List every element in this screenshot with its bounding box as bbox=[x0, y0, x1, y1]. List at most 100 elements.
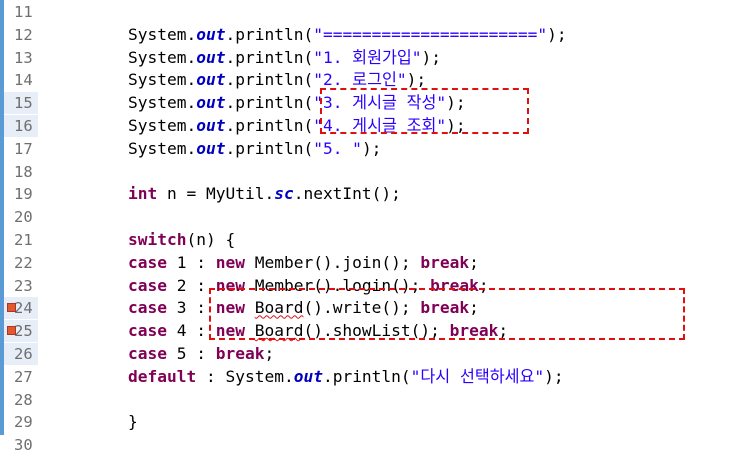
error-marker-icon[interactable] bbox=[7, 303, 16, 313]
code-token: ; bbox=[469, 298, 479, 318]
code-text: case 3 : new Board().write(); break; bbox=[128, 297, 479, 319]
code-token: 5 : bbox=[166, 344, 216, 363]
code-token: : System. bbox=[196, 366, 294, 386]
code-token: .println( bbox=[225, 93, 314, 113]
keyword-token: break bbox=[449, 321, 499, 341]
code-token: ); bbox=[406, 70, 427, 90]
code-token: ); bbox=[446, 116, 466, 135]
code-text: switch(n) { bbox=[128, 229, 235, 251]
code-token: Board bbox=[254, 321, 304, 341]
field-token: out bbox=[196, 47, 226, 67]
keyword-token: default bbox=[128, 366, 197, 386]
line-number: 22 bbox=[14, 253, 33, 272]
keyword-token: new bbox=[215, 321, 245, 341]
code-token: ().showList(); bbox=[303, 321, 450, 341]
string-token: "1. 회원가입" bbox=[313, 47, 422, 67]
code-token: .println( bbox=[225, 47, 314, 67]
code-token: .println( bbox=[225, 116, 314, 135]
line-number: 16 bbox=[4, 115, 38, 137]
line-number: 28 bbox=[14, 390, 33, 409]
keyword-token: new bbox=[215, 252, 245, 272]
code-token: 3 : bbox=[166, 298, 216, 318]
line-number: 13 bbox=[14, 48, 33, 67]
code-text: case 1 : new Member().join(); break; bbox=[128, 252, 479, 274]
keyword-token: break bbox=[420, 252, 470, 272]
code-text: System.out.println("1. 회원가입"); bbox=[128, 47, 441, 69]
field-token: out bbox=[196, 24, 226, 44]
code-token: .println( bbox=[225, 138, 314, 158]
line-number: 29 bbox=[14, 413, 33, 432]
keyword-token: case bbox=[128, 321, 167, 341]
keyword-token: case bbox=[128, 344, 167, 363]
code-token: .println( bbox=[225, 70, 314, 90]
code-token: ; bbox=[498, 321, 509, 341]
line-number: 25 bbox=[4, 320, 38, 343]
code-token: ; bbox=[478, 275, 489, 295]
code-token: ); bbox=[547, 24, 567, 44]
code-token: ; bbox=[264, 344, 275, 363]
line-number: 14 bbox=[14, 71, 33, 90]
annotation-box-menu-items bbox=[320, 88, 529, 134]
code-text: case 4 : new Board().showList(); break; bbox=[128, 320, 508, 342]
line-number: 23 bbox=[14, 276, 33, 295]
line-number: 27 bbox=[14, 367, 33, 386]
string-token: "2. 로그인" bbox=[313, 70, 407, 90]
string-token: "다시 선택하세요" bbox=[410, 366, 545, 386]
code-token: .println( bbox=[225, 24, 314, 44]
field-token: sc bbox=[274, 184, 294, 204]
line-number: 24 bbox=[4, 297, 38, 320]
line-number: 30 bbox=[14, 436, 33, 455]
code-token: ().write(); bbox=[303, 298, 421, 318]
code-text: int n = MyUtil.sc.nextInt(); bbox=[128, 183, 401, 205]
line-number: 19 bbox=[14, 185, 33, 204]
code-token: .println( bbox=[322, 366, 411, 386]
line-number: 18 bbox=[14, 162, 33, 181]
error-marker-icon[interactable] bbox=[7, 326, 16, 336]
field-token: out bbox=[196, 70, 226, 90]
code-text: default : System.out.println("다시 선택하세요")… bbox=[128, 366, 564, 388]
code-token: ); bbox=[361, 138, 382, 158]
code-token: ); bbox=[544, 366, 564, 386]
line-number: 20 bbox=[14, 208, 33, 227]
code-token: ); bbox=[421, 47, 442, 67]
keyword-token: case bbox=[128, 252, 167, 272]
line-number: 21 bbox=[14, 231, 33, 249]
code-token: ; bbox=[469, 252, 479, 272]
code-token: (n) { bbox=[186, 230, 236, 249]
code-token: } bbox=[128, 412, 138, 432]
string-token: "======================" bbox=[313, 24, 548, 44]
line-number: 11 bbox=[14, 3, 33, 21]
keyword-token: int bbox=[128, 184, 158, 204]
code-text: System.out.println("2. 로그인"); bbox=[128, 69, 426, 91]
change-ruler bbox=[0, 0, 4, 435]
line-number: 12 bbox=[14, 25, 33, 44]
code-token: Member().join(); bbox=[244, 252, 421, 272]
code-text: case 5 : break; bbox=[128, 343, 274, 365]
code-token: System. bbox=[128, 70, 197, 90]
field-token: out bbox=[196, 138, 226, 158]
code-token: n = MyUtil. bbox=[157, 184, 275, 204]
keyword-token: case bbox=[128, 275, 167, 295]
string-token: "4. 게시글 조회" bbox=[313, 116, 447, 135]
code-token: Board bbox=[254, 298, 304, 318]
annotation-box-board-cases bbox=[209, 288, 685, 340]
code-token: .nextInt(); bbox=[293, 184, 401, 204]
code-text: System.out.println("4. 게시글 조회"); bbox=[128, 115, 466, 137]
code-token: System. bbox=[128, 47, 197, 67]
code-token: 2 : bbox=[166, 275, 216, 295]
line-number: 15 bbox=[4, 92, 38, 115]
keyword-token: break bbox=[215, 344, 265, 363]
code-text: System.out.println("5. "); bbox=[128, 138, 381, 160]
line-number: 17 bbox=[14, 139, 33, 158]
code-token: System. bbox=[128, 116, 197, 135]
field-token: out bbox=[196, 116, 226, 135]
keyword-token: case bbox=[128, 298, 167, 318]
code-token: System. bbox=[128, 138, 197, 158]
keyword-token: break bbox=[420, 298, 470, 318]
field-token: out bbox=[293, 366, 323, 386]
code-area[interactable]: System.out.println("====================… bbox=[38, 0, 737, 435]
string-token: "5. " bbox=[313, 138, 362, 158]
keyword-token: switch bbox=[128, 230, 187, 249]
